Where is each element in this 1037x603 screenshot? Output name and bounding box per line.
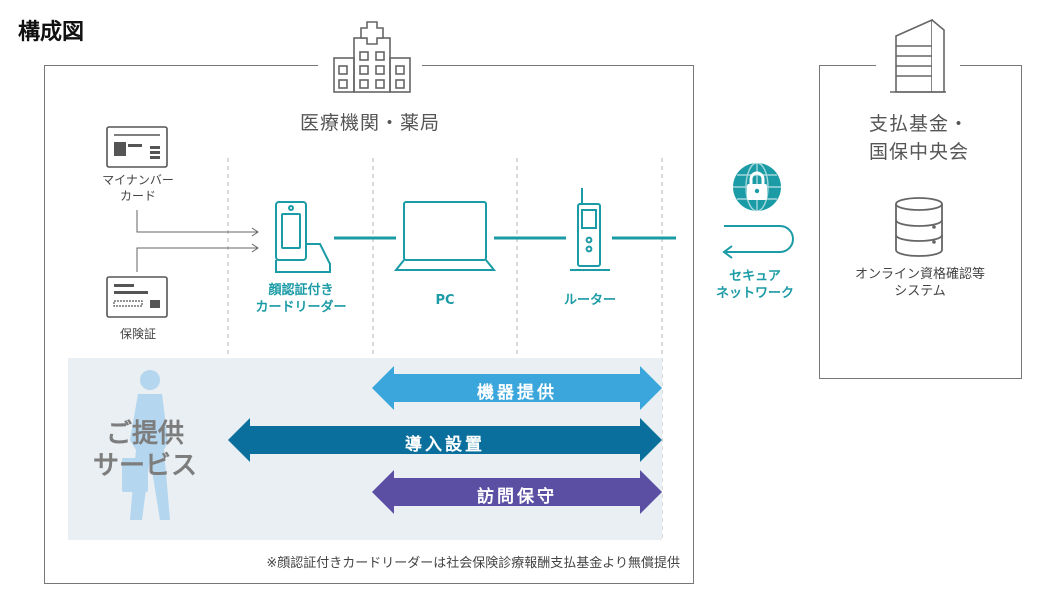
- pc-label: PC: [435, 293, 455, 308]
- mynumber-card-icon: [106, 126, 168, 168]
- reader-label: 顔認証付き カードリーダー: [255, 283, 347, 315]
- insurance-card-label: 保険証: [119, 327, 156, 341]
- services-heading: ご提供 サービス: [92, 419, 197, 481]
- fund-name: 支払基金・ 国保中央会: [868, 113, 969, 163]
- secure-network-arrow: [722, 225, 794, 259]
- facility-name: 医療機関・薬局: [299, 112, 440, 134]
- router-icon: [570, 188, 610, 271]
- band-label-maintenance: 訪問保守: [477, 487, 557, 507]
- footnote: ※顔認証付きカードリーダーは社会保険診療報酬支払基金より無償提供: [266, 556, 680, 571]
- walking-person-icon: [122, 370, 170, 520]
- router-label: ルーター: [563, 293, 616, 308]
- secure-network-label: セキュア ネットワーク: [715, 269, 794, 301]
- face-reader-icon: [275, 201, 331, 273]
- band-equipment: [372, 366, 662, 410]
- band-maintenance: [372, 470, 662, 514]
- band-label-installation: 導入設置: [405, 435, 485, 455]
- insurance-card-icon: [106, 276, 168, 318]
- mynumber-card-label: マイナンバー カード: [102, 173, 174, 203]
- hospital-building-icon: [333, 21, 411, 93]
- office-building-icon: [890, 18, 946, 93]
- page-title: 構成図: [18, 20, 85, 45]
- band-label-equipment: 機器提供: [477, 383, 557, 403]
- pc-icon: [393, 201, 497, 271]
- fund-system-label: オンライン資格確認等 システム: [854, 267, 985, 299]
- database-icon: [895, 197, 943, 257]
- band-installation: [228, 418, 662, 462]
- globe-lock-icon: [733, 162, 781, 212]
